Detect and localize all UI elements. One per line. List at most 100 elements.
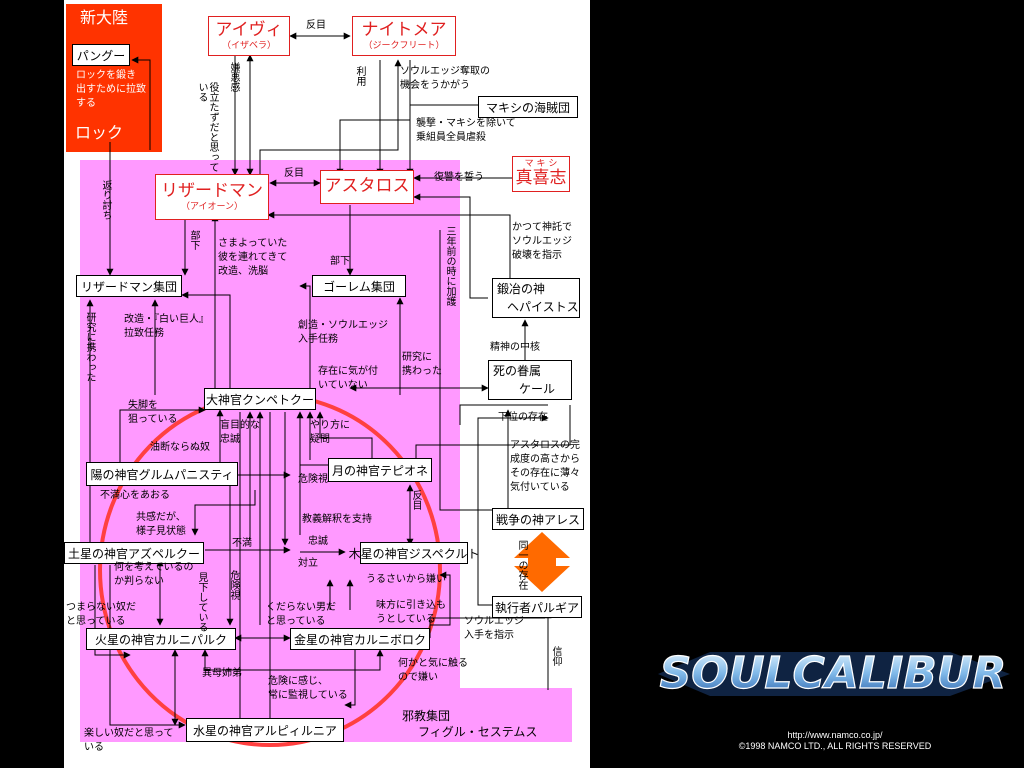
label-danger-watch-1: 危険に感じ、 bbox=[268, 676, 328, 687]
label-ally-try-1: 味方に引き込も bbox=[376, 600, 446, 611]
node-azpel[interactable]: 土星の神官アズペルクー bbox=[64, 542, 204, 564]
label-revenge-vow: 復讐を誓う bbox=[434, 172, 484, 183]
label-danger2: 危険視 bbox=[228, 570, 239, 600]
label-pangu-desc-1: ロックを鍛き bbox=[76, 70, 136, 81]
label-astaroth-note-3: その存在に薄々 bbox=[510, 468, 580, 479]
label-thoughtless-2: か判らない bbox=[114, 576, 164, 587]
node-palgia[interactable]: 執行者パルギア bbox=[492, 596, 582, 618]
node-astaroth[interactable]: アスタロス bbox=[320, 170, 414, 204]
node-maxi[interactable]: マ キ シ 真喜志 bbox=[512, 156, 570, 192]
label-soul-edge2-2: 入手を指示 bbox=[464, 630, 514, 641]
label-blind-faith-2: 忠誠 bbox=[220, 434, 240, 445]
label-thoughtless-1: 何を考えているの bbox=[114, 562, 194, 573]
label-doubt-2: 疑問 bbox=[310, 434, 330, 445]
relation-arrows bbox=[86, 32, 571, 729]
label-wander-1: さまよっていた bbox=[218, 238, 288, 249]
keel-line2: ケール bbox=[519, 382, 556, 396]
label-worthless-2: と思っている bbox=[266, 616, 326, 627]
label-boring-2: と思っている bbox=[66, 616, 126, 627]
label-former-god-2: ソウルエッジ bbox=[512, 236, 572, 247]
label-astaroth-note-4: 気付いている bbox=[510, 482, 570, 493]
hephaistos-line1: 鍛冶の神 bbox=[497, 282, 546, 296]
cult-zone bbox=[80, 160, 572, 742]
label-lower-being: 下位の存在 bbox=[498, 412, 548, 423]
label-creation-1: 創造・ソウルエッジ bbox=[298, 320, 388, 331]
copyright-url[interactable]: http://www.namco.co.jp/ bbox=[787, 730, 883, 740]
ivy-sub: （イザベラ） bbox=[221, 40, 276, 51]
label-dissatisfaction: 不満心をあおる bbox=[100, 490, 170, 501]
label-danger: 危険視 bbox=[298, 474, 328, 485]
label-revenge-time: 返り討ち bbox=[100, 180, 111, 220]
node-jispe[interactable]: 木星の神官ジスペクルト bbox=[349, 542, 479, 564]
astaroth-name: アスタロス bbox=[324, 176, 410, 197]
label-unaware-2: いていない bbox=[318, 380, 368, 391]
label-hostility: 嫌悪感 bbox=[228, 62, 239, 92]
label-wander-2: 彼を連れてきて bbox=[218, 252, 288, 263]
label-soul-edge-1: ソウルエッジ奪取の bbox=[400, 66, 490, 77]
label-danger-watch-2: 常に監視している bbox=[268, 690, 348, 701]
logo-text: SOULCALIBUR bbox=[660, 648, 1007, 699]
label-aiming-2: 狙っている bbox=[128, 414, 178, 425]
node-karuni-p[interactable]: 火星の神官カルニパルク bbox=[86, 628, 236, 650]
node-ares[interactable]: 戦争の神アレス bbox=[492, 508, 584, 530]
ivy-name: アイヴィ bbox=[215, 20, 283, 41]
nightmare-name: ナイトメア bbox=[361, 20, 447, 41]
label-fun-1: 楽しい奴だと思って bbox=[84, 728, 174, 739]
label-astaroth-note-1: アスタロスの完 bbox=[510, 440, 580, 451]
label-annoy-2: ので嫌い bbox=[398, 672, 438, 683]
node-lizardman[interactable]: リザードマン （アイオーン） bbox=[155, 174, 269, 220]
nightmare-sub: （ジークフリート） bbox=[363, 40, 445, 51]
label-protected: 三年前の時に加護 bbox=[444, 226, 455, 306]
label-use: 利用 bbox=[354, 66, 365, 86]
node-maxi-pirates[interactable]: マキシの海賊団 bbox=[478, 96, 578, 118]
node-hephaistos[interactable]: 鍛冶の神 ヘパイストス bbox=[492, 278, 580, 318]
label-research2-1: 研究に bbox=[402, 352, 432, 363]
label-rival: 反目 bbox=[306, 20, 326, 31]
copyright-notice: ©1998 NAMCO LTD., ALL RIGHTS RESERVED bbox=[738, 741, 932, 751]
label-discontent: 不満 bbox=[232, 538, 252, 549]
label-oppose: 対立 bbox=[298, 558, 318, 569]
node-nightmare[interactable]: ナイトメア （ジークフリート） bbox=[352, 16, 456, 56]
label-loyalty: 忠誠 bbox=[308, 536, 328, 547]
label-noisy: うるさいから嫌い bbox=[366, 574, 446, 585]
lizardman-name: リザードマン bbox=[161, 181, 263, 202]
cult-title-2: フィグル・セステムス bbox=[418, 725, 538, 739]
node-tepione[interactable]: 月の神官テピオネ bbox=[328, 458, 432, 482]
label-ally-try-2: うとしている bbox=[376, 614, 436, 625]
label-same-being: 同一の存在 bbox=[516, 540, 527, 590]
cult-title-1: 邪教集団 bbox=[402, 709, 451, 723]
node-golem-group[interactable]: ゴーレム集団 bbox=[312, 275, 406, 297]
same-being-arrow bbox=[514, 532, 570, 592]
label-remodel-1: 改造・『白い巨人』 bbox=[124, 314, 209, 325]
label-doctrine: 教義解釈を支持 bbox=[302, 514, 372, 525]
node-kunpetku[interactable]: 大神官クンペトクー bbox=[204, 388, 316, 410]
label-soul-edge-2: 機会をうかがう bbox=[400, 80, 470, 91]
node-arpil[interactable]: 水星の神官アルピィルニア bbox=[186, 718, 344, 742]
label-subordinate2: 部下 bbox=[330, 256, 350, 267]
label-subordinate: 部下 bbox=[188, 230, 199, 250]
label-pangu-desc-3: する bbox=[76, 98, 96, 109]
maxi-name: 真喜志 bbox=[515, 168, 567, 189]
label-faith: 信仰 bbox=[550, 646, 561, 666]
node-lizardman-group[interactable]: リザードマン集団 bbox=[76, 275, 182, 297]
lizardman-sub: （アイオーン） bbox=[180, 201, 244, 212]
maxi-ruby: マ キ シ bbox=[524, 159, 558, 170]
label-astaroth-note-2: 成度の高さから bbox=[510, 454, 580, 465]
node-rock[interactable]: ロック bbox=[68, 120, 130, 142]
node-keel[interactable]: 死の眷属 ケール bbox=[488, 360, 572, 400]
label-not-fit: 油断ならぬ奴 bbox=[150, 442, 210, 453]
label-research2-2: 携わった bbox=[402, 366, 442, 377]
node-grum[interactable]: 陽の神官グルムパニスティ bbox=[86, 462, 238, 486]
keel-line1: 死の眷属 bbox=[493, 364, 542, 378]
label-worthless-1: くだらない男だ bbox=[266, 602, 336, 613]
label-pangu-desc-2: 出すために拉致 bbox=[76, 84, 146, 95]
label-research: 研究に携わった bbox=[84, 312, 95, 382]
new-continent-title: 新大陸 bbox=[80, 8, 129, 27]
node-pangu[interactable]: パングー bbox=[72, 44, 130, 66]
label-boring-1: つまらない奴だ bbox=[66, 602, 136, 613]
node-ivy[interactable]: アイヴィ （イザベラ） bbox=[208, 16, 290, 56]
label-looked-down: 見下している bbox=[196, 572, 207, 632]
label-unaware-1: 存在に気が付 bbox=[318, 366, 378, 377]
node-karuni-b[interactable]: 金星の神官カルニボロク bbox=[290, 628, 430, 650]
